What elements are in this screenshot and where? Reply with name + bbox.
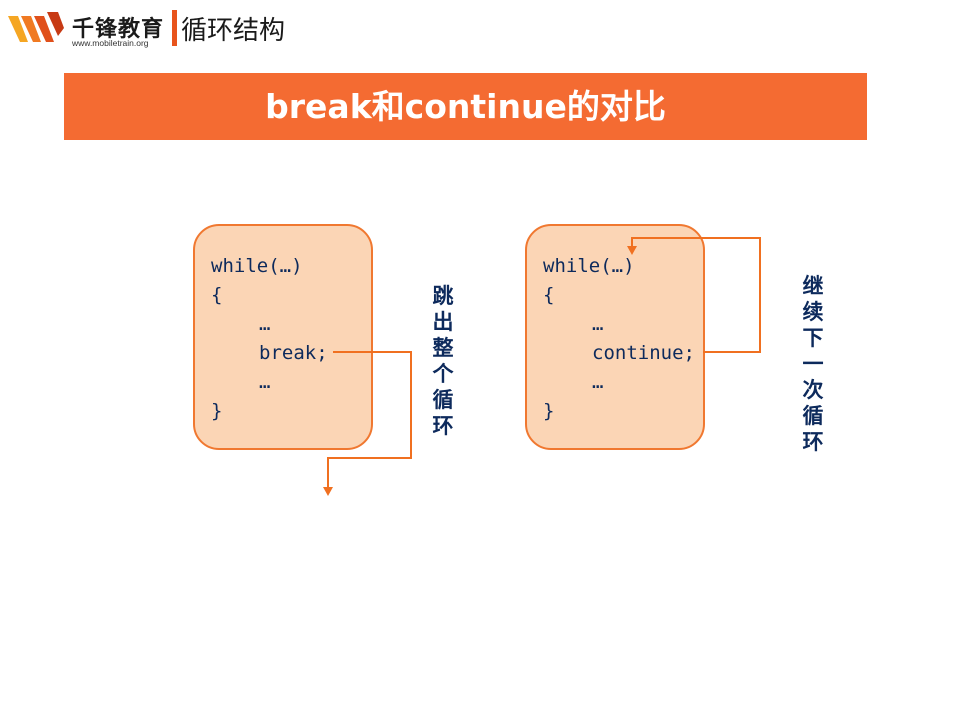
break-code-line-2: { bbox=[211, 284, 223, 306]
break-code-line-4: break; bbox=[259, 342, 328, 364]
title-banner: break和continue的对比 bbox=[64, 73, 867, 140]
break-code-box bbox=[193, 224, 373, 450]
break-code-line-6: } bbox=[211, 400, 223, 422]
brand-name: 千锋教育 bbox=[72, 17, 165, 42]
break-code-line-3: … bbox=[259, 313, 271, 335]
break-caption: 跳出整个循环 bbox=[432, 284, 454, 438]
continue-code-box bbox=[525, 224, 705, 450]
continue-arrowhead bbox=[627, 246, 637, 255]
continue-code-line-4: continue; bbox=[592, 342, 695, 364]
header-divider bbox=[172, 10, 177, 46]
break-arrowhead bbox=[323, 487, 333, 496]
slide-title: break和continue的对比 bbox=[265, 87, 666, 126]
continue-code-line-2: { bbox=[543, 284, 555, 306]
continue-code-line-6: } bbox=[543, 400, 555, 422]
break-exit-arrow bbox=[327, 351, 412, 488]
break-code-line-5: … bbox=[259, 371, 271, 393]
brand-logo: 千锋教育 www.mobiletrain.org bbox=[8, 8, 173, 50]
section-title: 循环结构 bbox=[181, 16, 286, 46]
brand-url: www.mobiletrain.org bbox=[72, 38, 149, 48]
mobiletrain-logo-icon bbox=[8, 12, 64, 42]
continue-caption: 继续下一次循环 bbox=[802, 274, 824, 454]
continue-loop-arrow bbox=[631, 237, 761, 353]
break-code-line-1: while(…) bbox=[211, 255, 303, 277]
continue-code-line-1: while(…) bbox=[543, 255, 635, 277]
continue-code-line-5: … bbox=[592, 371, 604, 393]
continue-code-line-3: … bbox=[592, 313, 604, 335]
